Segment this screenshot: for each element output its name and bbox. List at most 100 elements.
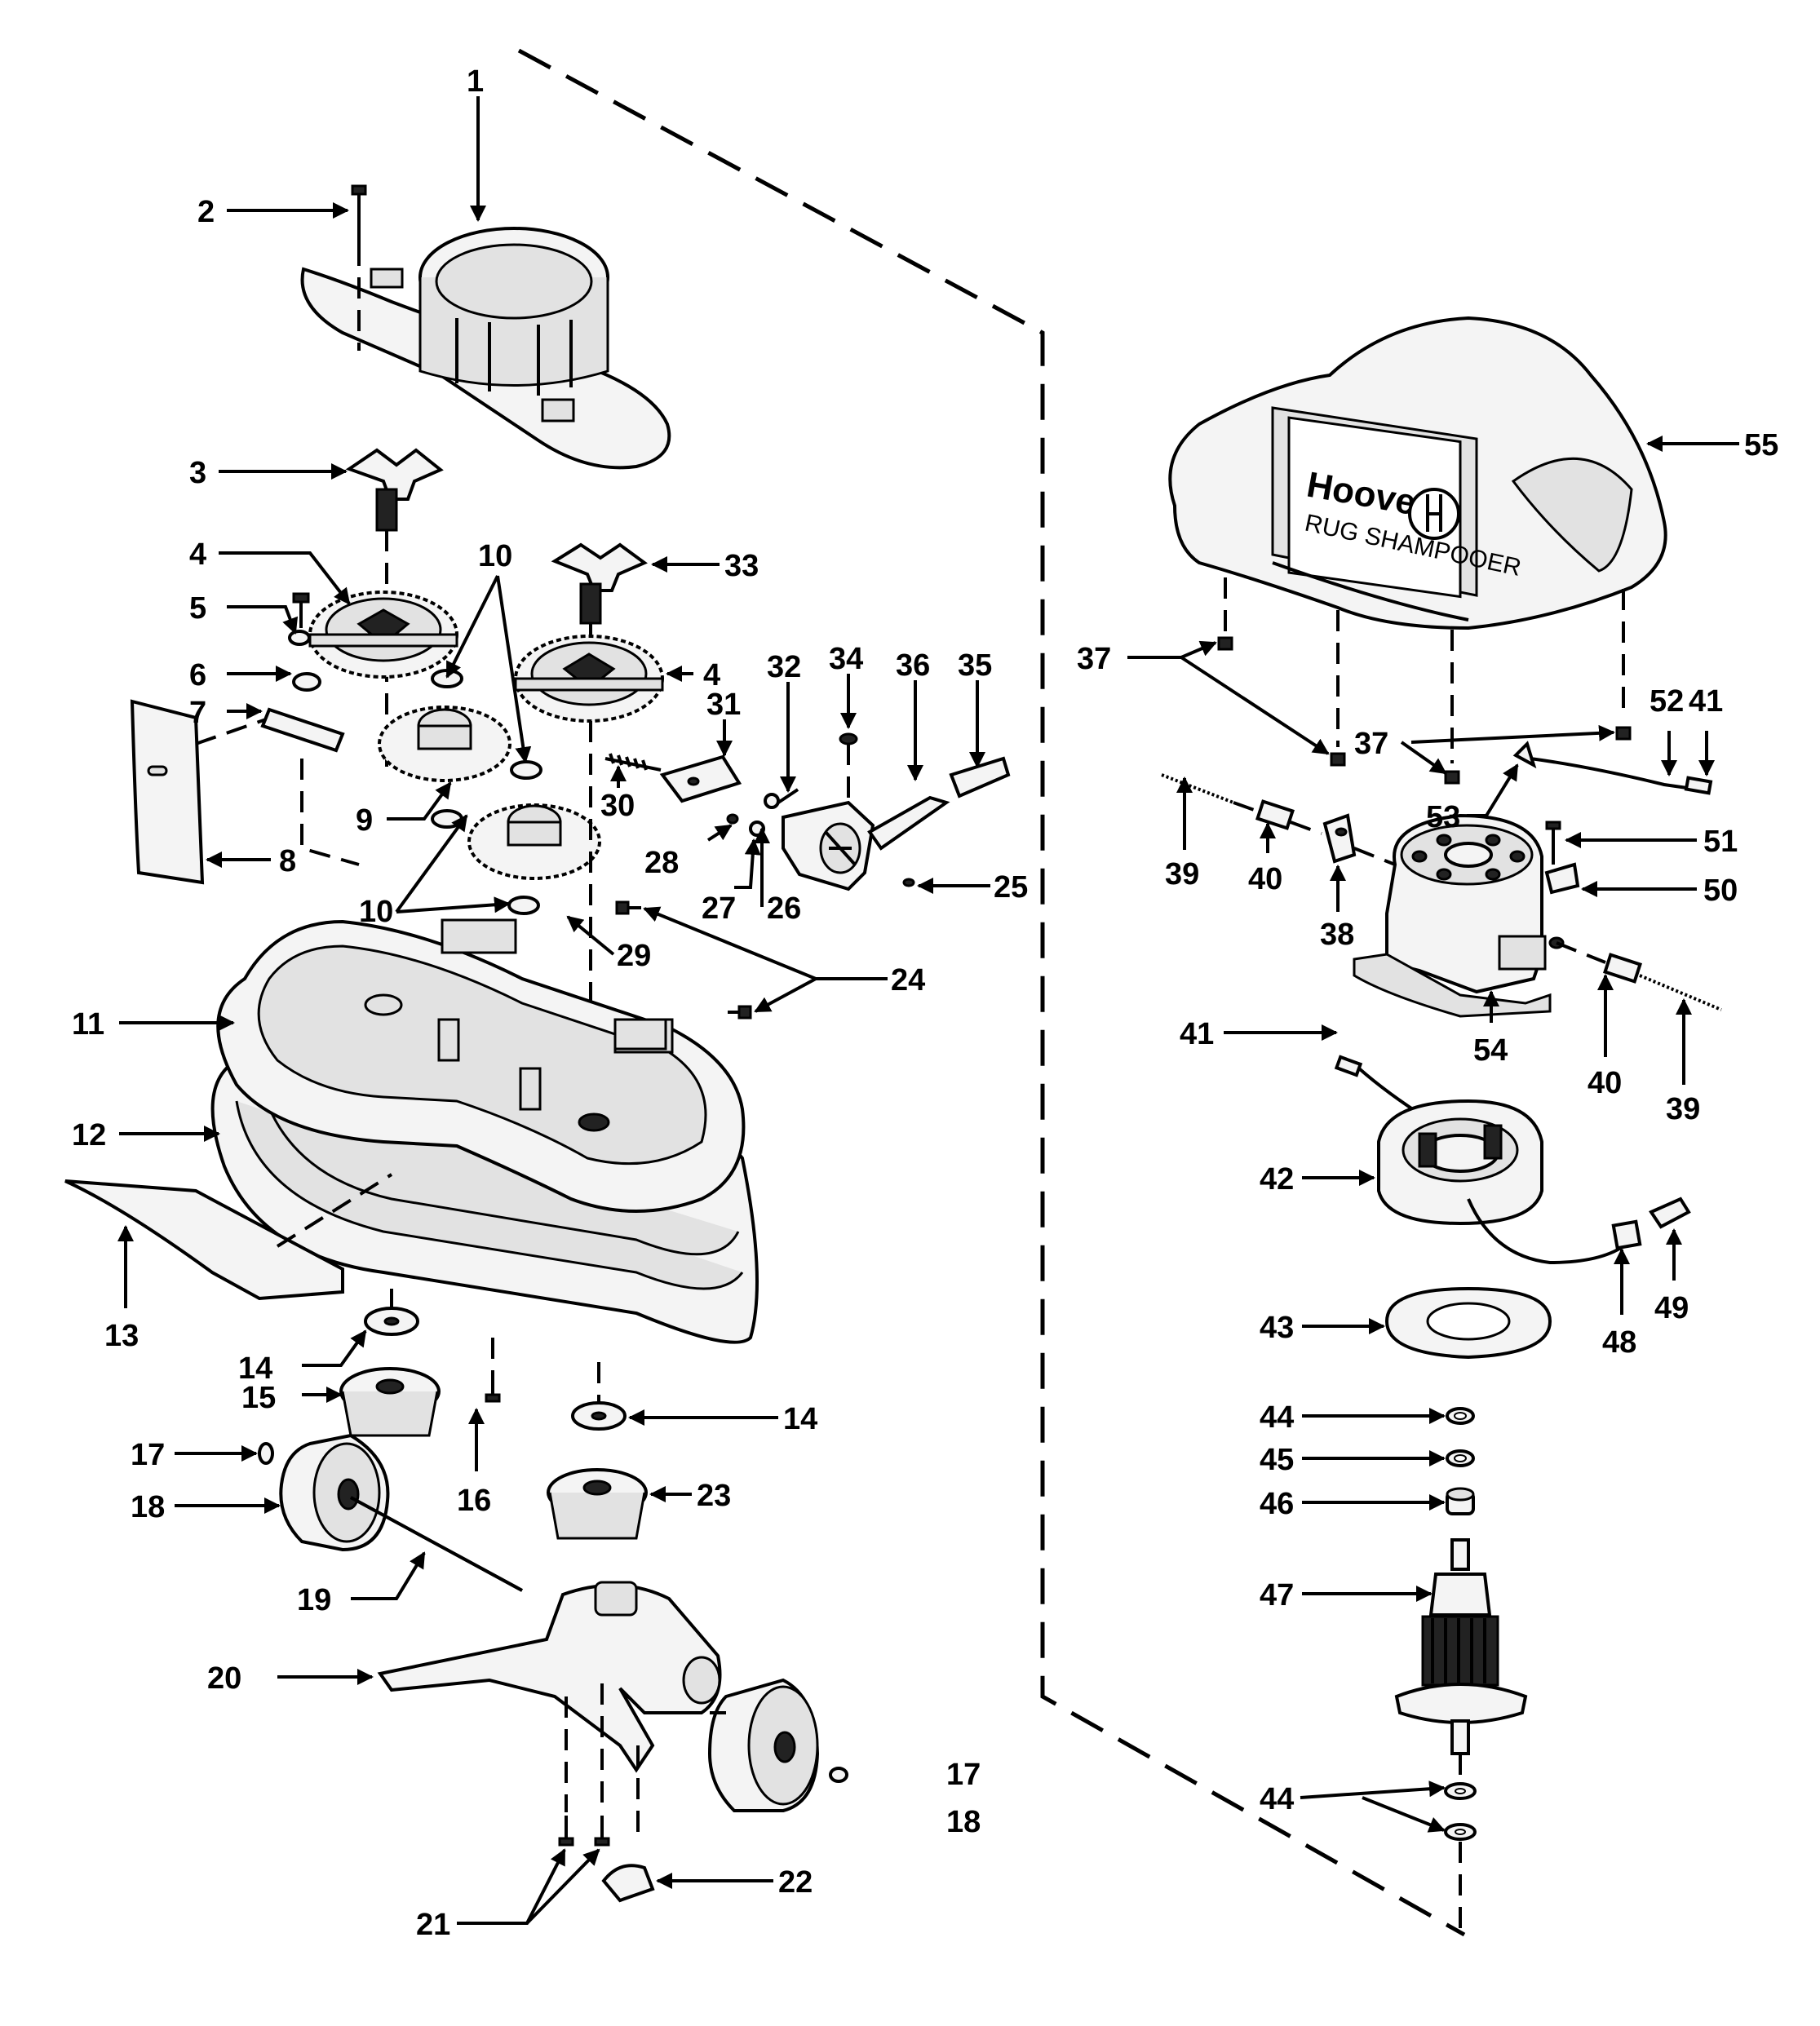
part-35-pedal-cap <box>949 756 1011 798</box>
part-22-foot <box>601 1745 655 1903</box>
callout-17-right: 17 <box>946 1758 981 1792</box>
part-49-wire-nut <box>1649 1197 1691 1229</box>
part-4-gear-left <box>308 591 458 679</box>
callout-36: 36 <box>896 648 930 683</box>
brand-logo-icon <box>1408 488 1460 540</box>
part-43-gasket <box>1384 1286 1552 1360</box>
callout-2: 2 <box>197 195 215 229</box>
callout-52: 52 <box>1650 684 1684 719</box>
part-30-spring <box>604 753 662 772</box>
part-27-28-small-parts <box>726 793 780 837</box>
part-1-gear-housing-cover <box>300 227 671 470</box>
part-38-brush-holder-plate <box>1322 813 1396 866</box>
callout-47: 47 <box>1260 1578 1294 1612</box>
part-21-screws <box>558 1683 610 1847</box>
assembly-alignment-line <box>517 48 1466 1937</box>
part-4-gear-right <box>514 635 664 723</box>
callout-18-right: 18 <box>946 1805 981 1839</box>
callout-15: 15 <box>241 1381 276 1415</box>
part-14-washer-left <box>364 1289 419 1336</box>
callout-39-left: 39 <box>1165 857 1199 891</box>
part-36-switch-lever <box>867 795 950 851</box>
part-18-wheel-left <box>279 1433 390 1552</box>
callout-18-left: 18 <box>131 1490 165 1524</box>
callout-40-left: 40 <box>1248 862 1282 896</box>
part-17-clip-right <box>829 1767 848 1783</box>
callout-50: 50 <box>1703 874 1738 908</box>
callout-31: 31 <box>706 688 741 722</box>
part-25-screw <box>902 878 915 887</box>
part-9-gear <box>378 706 511 782</box>
callout-35: 35 <box>958 648 992 683</box>
callout-numbers: 1 2 3 4 4 5 6 7 8 9 10 10 11 12 13 14 14… <box>72 64 1778 1942</box>
callout-44-top: 44 <box>1260 1400 1294 1435</box>
callout-17-left: 17 <box>131 1438 165 1472</box>
part-6-clip <box>292 672 321 692</box>
part-13-splash-guard <box>64 1173 393 1301</box>
part-39-brush-spring-left <box>1161 773 1257 812</box>
callout-14-right: 14 <box>783 1402 817 1436</box>
callout-21: 21 <box>416 1908 450 1942</box>
part-2-screw <box>351 184 367 351</box>
callout-39-right: 39 <box>1666 1092 1700 1126</box>
part-34-screw <box>839 732 858 799</box>
part-44-washer-top <box>1446 1407 1475 1425</box>
part-26-switch-body <box>782 800 875 891</box>
callout-4-right: 4 <box>703 658 720 692</box>
callout-8: 8 <box>279 844 296 878</box>
callout-28: 28 <box>644 846 679 880</box>
part-15-brush-hub <box>339 1367 441 1437</box>
part-31-switch-plate <box>659 754 742 803</box>
part-42-field-coil <box>1377 1099 1625 1265</box>
callout-45: 45 <box>1260 1443 1294 1477</box>
callout-13: 13 <box>104 1319 139 1353</box>
callout-46: 46 <box>1260 1487 1294 1521</box>
callout-33: 33 <box>724 549 759 583</box>
leader-lines <box>117 96 1739 1925</box>
callout-32: 32 <box>767 650 801 684</box>
callout-34: 34 <box>829 642 863 676</box>
part-39-brush-spring-right <box>1639 974 1722 1011</box>
callout-16: 16 <box>457 1484 491 1518</box>
part-41-connector-top <box>1684 776 1713 795</box>
callout-44-bottom: 44 <box>1260 1782 1294 1816</box>
callout-24: 24 <box>891 963 925 998</box>
part-9-gear-b <box>467 803 601 880</box>
part-19-axle <box>350 1496 523 1592</box>
callout-40-right: 40 <box>1588 1066 1622 1100</box>
part-17-clip-left <box>258 1442 274 1465</box>
callout-41-top: 41 <box>1689 684 1723 719</box>
callout-27: 27 <box>702 891 736 926</box>
callout-11: 11 <box>72 1007 104 1042</box>
part-45-washer <box>1446 1449 1475 1467</box>
part-24-screws <box>613 900 752 1051</box>
part-7-pin <box>195 707 360 866</box>
part-46-bushing <box>1446 1487 1475 1515</box>
callout-22: 22 <box>778 1865 813 1900</box>
callout-9: 9 <box>356 803 373 838</box>
callout-54: 54 <box>1473 1033 1508 1068</box>
part-16-screw <box>485 1338 501 1403</box>
part-50-bracket <box>1544 862 1580 895</box>
callout-49: 49 <box>1654 1291 1689 1325</box>
callout-55: 55 <box>1744 428 1778 462</box>
part-55-motor-hood <box>1168 316 1667 630</box>
part-20-caster-frame <box>377 1581 726 1773</box>
callout-48: 48 <box>1602 1325 1636 1360</box>
callout-29: 29 <box>617 939 651 973</box>
part-44-washers-bottom <box>1444 1754 1477 1935</box>
callout-41-left: 41 <box>1180 1017 1214 1051</box>
callout-19: 19 <box>297 1583 331 1617</box>
part-47-armature <box>1394 1538 1528 1755</box>
part-52-lead-wire <box>1530 757 1688 790</box>
callout-38: 38 <box>1320 918 1354 952</box>
callout-20: 20 <box>207 1661 241 1696</box>
callout-30: 30 <box>600 789 635 823</box>
part-48-connector <box>1611 1219 1642 1250</box>
part-51-screw <box>1545 821 1561 865</box>
callout-10-top: 10 <box>478 539 512 573</box>
callout-1: 1 <box>467 64 484 99</box>
callout-37-left: 37 <box>1077 642 1111 676</box>
callout-5: 5 <box>189 591 206 626</box>
